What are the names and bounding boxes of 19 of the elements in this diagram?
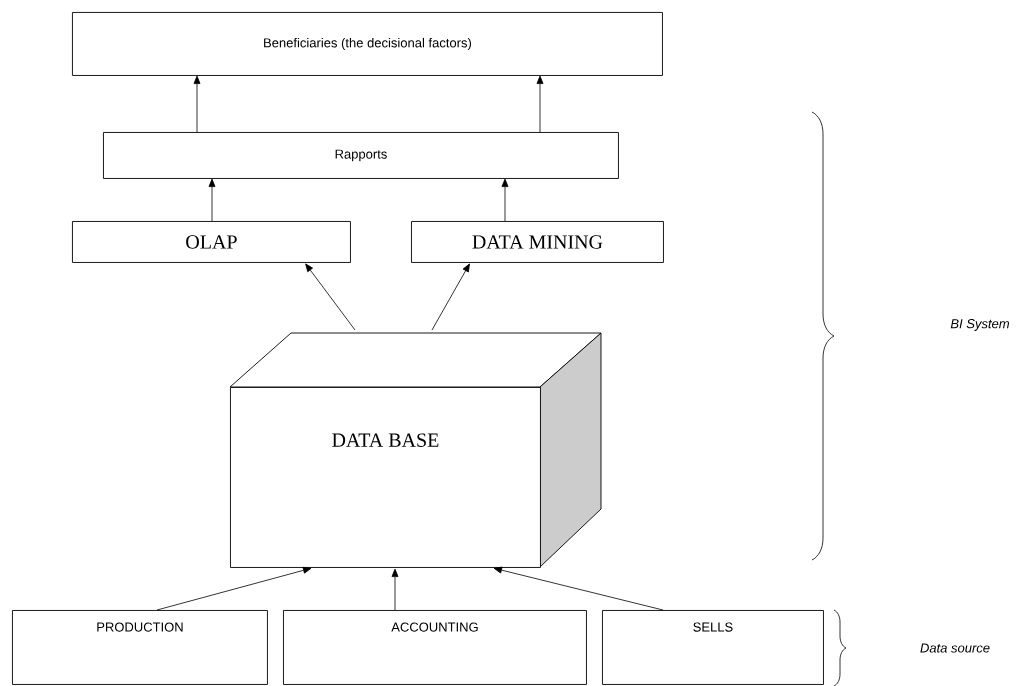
process-box: DATA MINING bbox=[411, 221, 664, 263]
process-box: Rapports bbox=[103, 132, 619, 179]
arrow bbox=[156, 566, 312, 611]
process-box: Beneficiaries (the decisional factors) bbox=[72, 12, 663, 76]
arrow bbox=[536, 75, 544, 133]
arrow bbox=[391, 568, 399, 611]
arrow bbox=[208, 178, 216, 222]
database-box: DATA BASE bbox=[229, 332, 602, 568]
process-box: SELLS bbox=[602, 610, 824, 685]
arrow bbox=[193, 75, 201, 133]
brace-label: Data source bbox=[920, 643, 990, 653]
arrow bbox=[493, 566, 664, 611]
arrow bbox=[501, 178, 509, 222]
process-box: ACCOUNTING bbox=[283, 610, 587, 685]
process-box: PRODUCTION bbox=[12, 610, 268, 685]
arrow bbox=[305, 263, 356, 331]
brace-label: BI System bbox=[950, 319, 1009, 331]
process-box: OLAP bbox=[72, 221, 351, 263]
arrow bbox=[431, 263, 470, 331]
